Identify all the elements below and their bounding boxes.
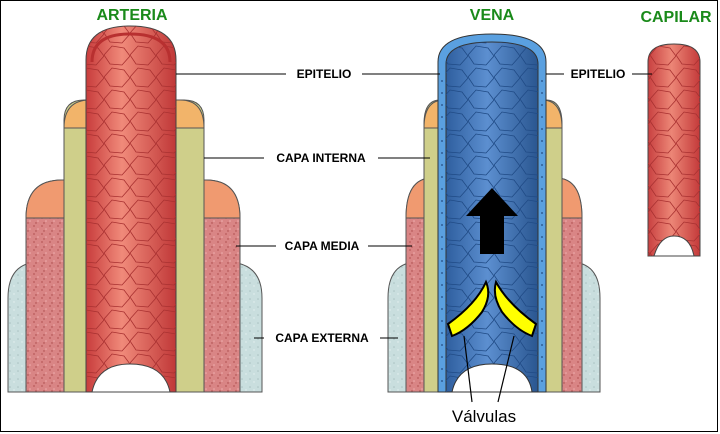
artery-title: ARTERIA [96, 7, 168, 24]
vein-title: VENA [470, 7, 515, 24]
capillary-drawing [647, 43, 701, 257]
valve-left-icon [446, 279, 490, 338]
valves-label: Válvulas [452, 407, 516, 426]
flow-arrow-icon [466, 188, 518, 254]
vein-drawing [387, 33, 601, 403]
leader-lines [176, 73, 652, 339]
inner-layer-label: CAPA INTERNA [276, 151, 366, 165]
outer-layer-label: CAPA EXTERNA [275, 331, 369, 345]
valve-right-icon [493, 279, 538, 338]
epithelium-label: EPITELIO [297, 67, 352, 81]
epithelium-label-capillary: EPITELIO [571, 67, 626, 81]
capillary-title: CAPILAR [640, 9, 712, 26]
middle-layer-label: CAPA MEDIA [285, 239, 360, 253]
artery-drawing [7, 25, 263, 393]
